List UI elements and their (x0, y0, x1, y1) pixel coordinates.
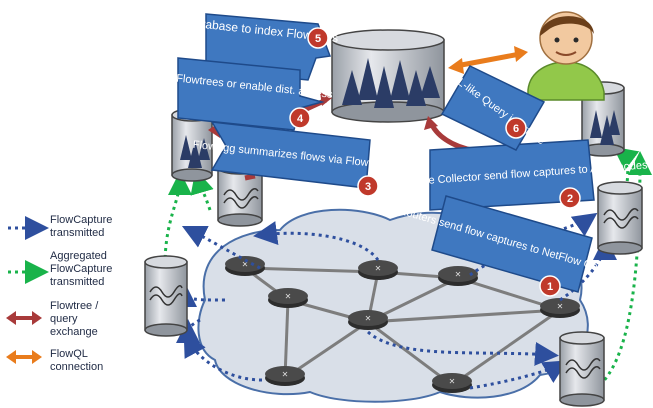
router: ✕ (265, 366, 305, 386)
flowtree-database (331, 29, 445, 123)
svg-text:✕: ✕ (375, 264, 382, 273)
router: ✕ (540, 298, 580, 318)
svg-text:✕: ✕ (365, 314, 372, 323)
legend-aggregated-label: Aggregated FlowCapture transmitted (50, 250, 113, 288)
router: ✕ (358, 260, 398, 280)
step-badge-6: 6 (505, 117, 527, 139)
legend-flowcapture-label: FlowCapture transmitted (50, 214, 113, 239)
legend-flowtree-label: Flowtree / query exchange (50, 300, 99, 338)
collector-far-left (144, 255, 188, 337)
svg-text:4: 4 (297, 113, 304, 125)
svg-text:✕: ✕ (557, 302, 564, 311)
svg-text:1: 1 (547, 281, 553, 293)
router: ✕ (225, 256, 265, 276)
step-badge-3: 3 (357, 175, 379, 197)
svg-text:✕: ✕ (285, 292, 292, 301)
collector-right (597, 181, 643, 255)
step-badge-4: 4 (289, 107, 311, 129)
svg-text:3: 3 (365, 181, 371, 193)
legend-flowql-label: FlowQL connection (50, 348, 104, 373)
router: ✕ (432, 373, 472, 393)
router: ✕ (438, 266, 478, 286)
router: ✕ (348, 310, 388, 330)
flowql-connection-arrow (448, 46, 528, 74)
legend-red-arrow-icon (6, 311, 42, 325)
step-badge-1: 1 (539, 275, 561, 297)
callout-3: FlowAgg summarizes flows via Flowtree (192, 121, 388, 189)
svg-text:2: 2 (567, 193, 573, 205)
step-badge-5: 5 (307, 27, 329, 49)
step-badge-2: 2 (559, 187, 581, 209)
svg-text:5: 5 (315, 33, 321, 45)
router: ✕ (268, 288, 308, 308)
user-avatar-icon (527, 11, 605, 101)
svg-text:✕: ✕ (282, 370, 289, 379)
svg-text:✕: ✕ (449, 377, 456, 386)
svg-text:✕: ✕ (242, 260, 249, 269)
legend-orange-arrow-icon (6, 350, 42, 364)
collector-bottom-right (559, 331, 605, 407)
svg-text:6: 6 (513, 123, 519, 135)
svg-text:✕: ✕ (455, 270, 462, 279)
